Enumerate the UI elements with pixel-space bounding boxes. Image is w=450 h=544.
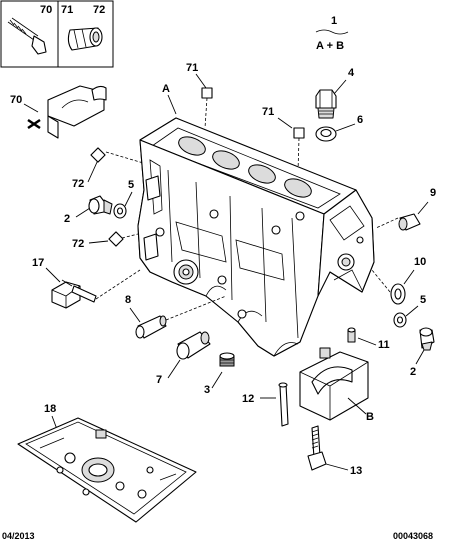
callout-12: 12 <box>242 393 254 405</box>
callout-B: B <box>366 411 374 423</box>
callout-5-upper: 5 <box>128 179 134 191</box>
washer-part-5-upper <box>113 203 127 219</box>
legend-label-72: 72 <box>93 4 105 16</box>
cylinder-block <box>137 117 375 357</box>
callout-4: 4 <box>348 67 355 79</box>
footer-reference: 00043068 <box>393 531 433 541</box>
callout-2-lower: 2 <box>410 366 416 378</box>
bolt-part-13 <box>307 425 327 471</box>
callout-13: 13 <box>350 465 362 477</box>
callout-72-upper: 72 <box>72 178 84 190</box>
legend-label-70: 70 <box>40 4 52 16</box>
marker-71-right <box>293 127 305 139</box>
callout-10: 10 <box>414 256 426 268</box>
saddle-part-70: 70 <box>10 85 107 139</box>
assembly-legend: 1 A + B <box>315 15 349 52</box>
callout-72-lower: 72 <box>72 238 84 250</box>
marker-72-upper <box>90 147 106 163</box>
dowel-pin-part-11 <box>347 327 356 343</box>
callout-2-upper: 2 <box>64 213 70 225</box>
washer-part-6 <box>315 126 337 142</box>
callout-7: 7 <box>156 374 162 386</box>
legend-box: 70 71 72 <box>0 0 114 68</box>
marker-72-lower <box>108 231 124 247</box>
legend-label-71: 71 <box>61 4 73 16</box>
bearing-cap-B <box>299 347 369 421</box>
callout-3: 3 <box>204 384 210 396</box>
callout-8: 8 <box>125 294 131 306</box>
callout-71-right: 71 <box>262 106 274 118</box>
seal-part-10 <box>390 283 406 305</box>
callout-17: 17 <box>32 257 44 269</box>
callout-11: 11 <box>378 339 390 351</box>
callout-5-lower: 5 <box>420 294 426 306</box>
callout-71-top: 71 <box>186 62 198 74</box>
sleeve-part-7 <box>176 331 211 360</box>
assembly-number: 1 <box>331 15 337 27</box>
callout-18: 18 <box>44 403 56 415</box>
footer-date: 04/2013 <box>2 531 35 541</box>
plug-part-2-lower <box>419 327 435 351</box>
marker-71-top <box>201 87 213 99</box>
callout-70: 70 <box>10 94 22 106</box>
plug-part-3 <box>219 352 235 367</box>
dowel-part-8 <box>135 315 167 339</box>
sleeve-icon <box>67 27 103 51</box>
callout-A: A <box>162 83 170 95</box>
assembly-text: A + B <box>316 40 344 52</box>
bolt-icon <box>7 17 47 55</box>
oil-jet-part-9 <box>398 213 421 231</box>
plug-part-4 <box>315 89 337 119</box>
sensor-part-17 <box>51 279 97 309</box>
callout-6: 6 <box>357 114 363 126</box>
washer-part-5-lower <box>393 312 407 328</box>
pin-part-12 <box>278 382 289 427</box>
plug-part-2-upper <box>88 195 113 215</box>
gasket-set-part-18 <box>17 417 197 523</box>
callout-9: 9 <box>430 187 436 199</box>
